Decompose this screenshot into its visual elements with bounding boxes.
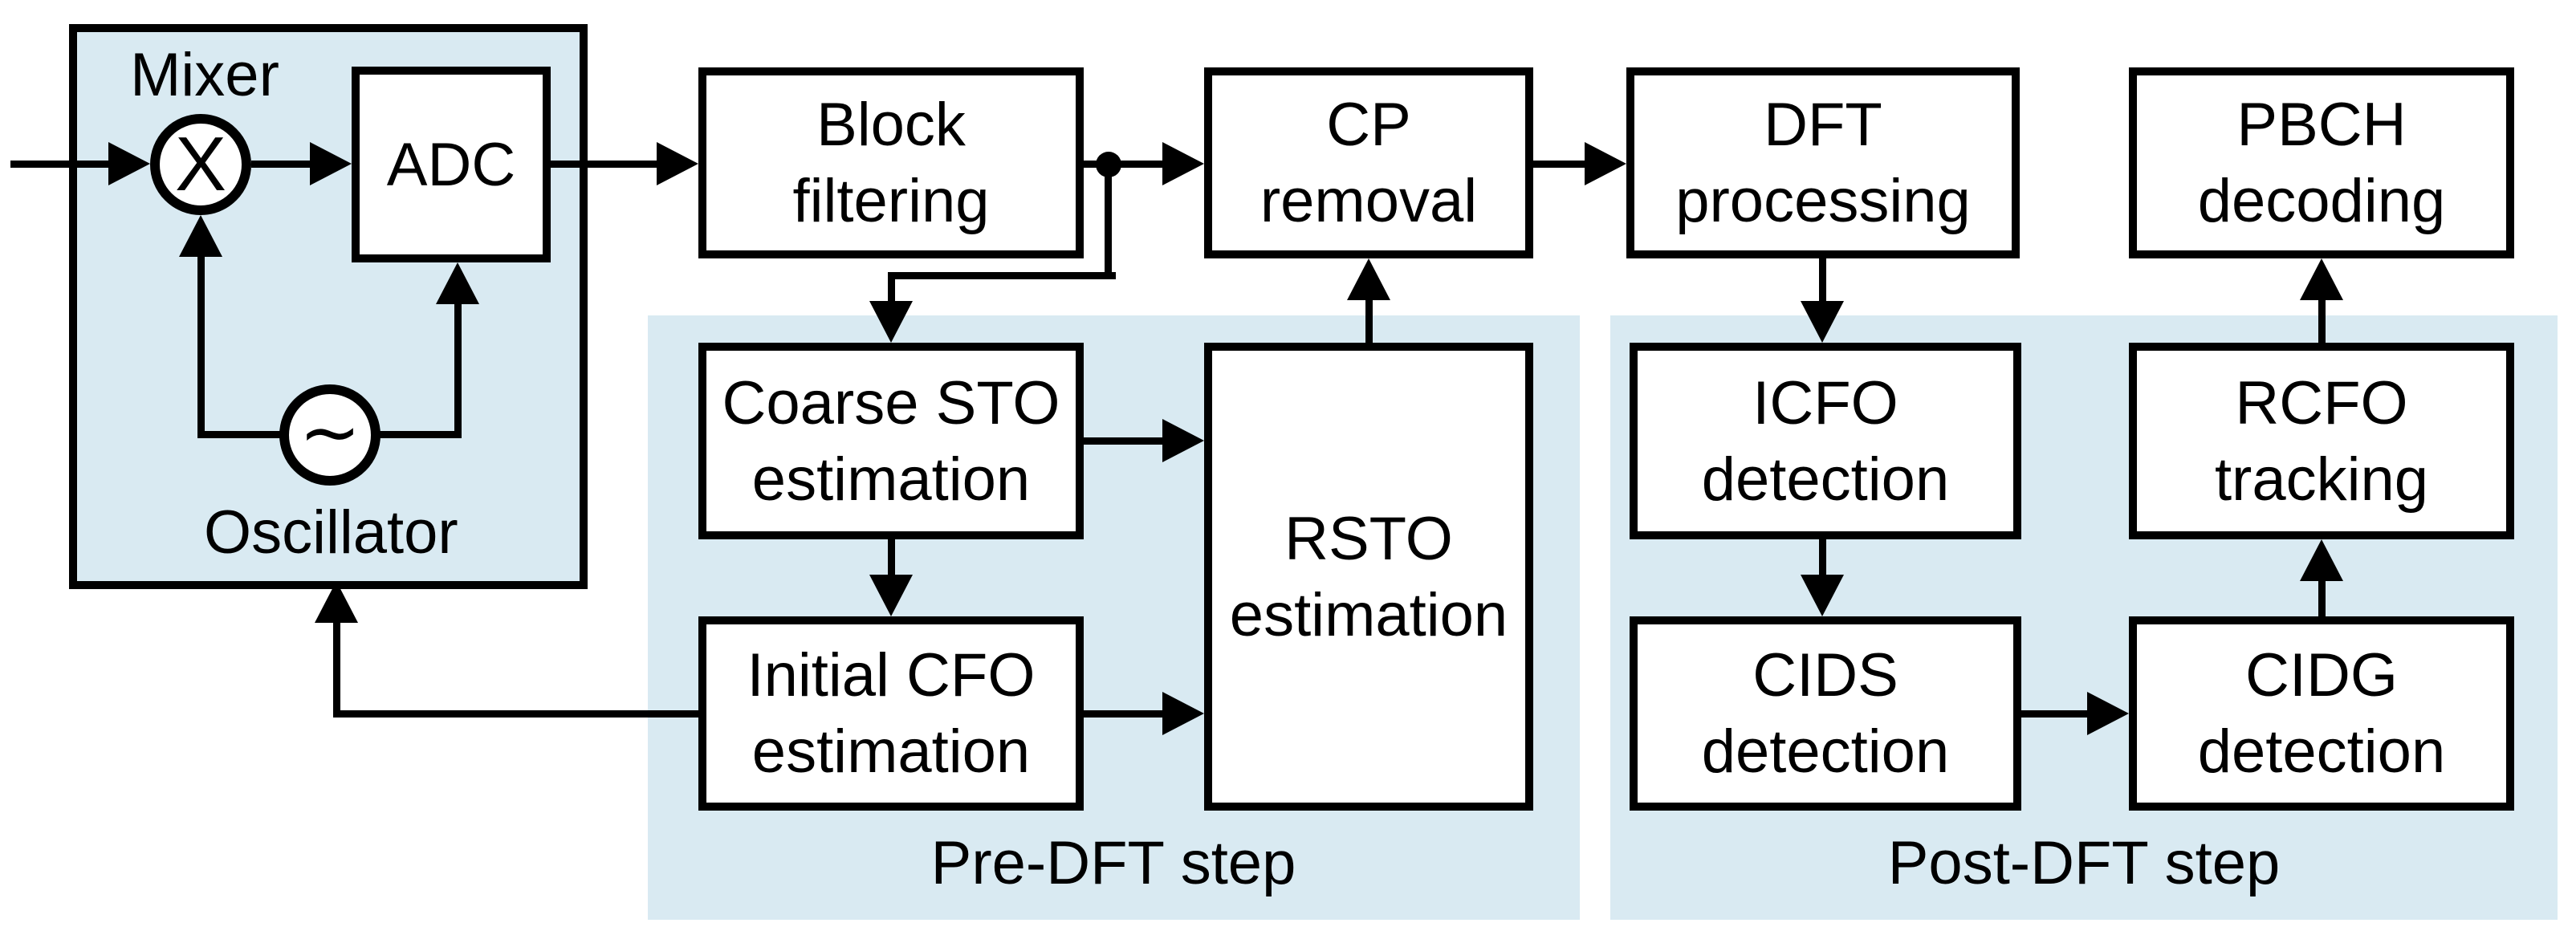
rcfo-tracking-box: RCFO tracking	[2129, 343, 2514, 539]
arrowhead-cids-cidg	[2087, 692, 2129, 735]
adc-box-label: ADC	[386, 130, 516, 199]
wire-adc-blockfiltering	[551, 161, 660, 168]
arrowhead-blockfiltering-cpremoval	[1162, 142, 1204, 185]
arrowhead-mixer-adc	[310, 142, 352, 185]
arrowhead-feedback-oscillator	[315, 581, 358, 623]
pbch-decoding-label: PBCH decoding	[2197, 91, 2446, 235]
wire-mixer-adc	[251, 161, 313, 168]
pbch-decoding-box: PBCH decoding	[2129, 67, 2514, 258]
arrowhead-rcfo-pbch	[2300, 258, 2343, 300]
arrowhead-oscillator-mixer	[179, 215, 222, 257]
rsto-estimation-box: RSTO estimation	[1204, 343, 1533, 811]
arrowhead-rsto-cpremoval	[1347, 258, 1390, 300]
wire-oscillator-adc-v	[454, 301, 462, 438]
wire-feedback-horizontal	[333, 710, 702, 718]
arrowhead-adc-blockfiltering	[657, 142, 698, 185]
cp-removal-box: CP removal	[1204, 67, 1533, 258]
arrowhead-dft-icfo	[1801, 301, 1844, 343]
adc-box: ADC	[352, 67, 551, 262]
wire-cpremoval-dft	[1533, 161, 1588, 168]
wire-cids-cidg	[2021, 710, 2090, 718]
rsto-estimation-label: RSTO estimation	[1229, 504, 1508, 649]
arrowhead-cpremoval-dft	[1585, 142, 1626, 185]
coarse-sto-label: Coarse STO estimation	[722, 368, 1060, 514]
block-filtering-label: Block filtering	[792, 91, 990, 235]
dft-processing-label: DFT processing	[1675, 91, 1971, 235]
cids-detection-label: CIDS detection	[1701, 641, 1950, 786]
wire-branch-drop	[888, 272, 895, 304]
wire-branch-vertical	[1105, 161, 1112, 275]
mixer-symbol: X	[150, 114, 251, 215]
cidg-detection-box: CIDG detection	[2129, 616, 2514, 811]
wire-initialcfo-rsto	[1084, 710, 1166, 718]
pre-dft-step-label: Pre-DFT step	[930, 829, 1296, 897]
dft-processing-box: DFT processing	[1626, 67, 2020, 258]
icfo-detection-box: ICFO detection	[1630, 343, 2021, 539]
oscillator-label: Oscillator	[204, 498, 458, 567]
wire-coarsesto-initialcfo	[888, 539, 895, 576]
wire-coarsesto-rsto	[1084, 437, 1166, 445]
wire-cidg-rcfo	[2318, 578, 2326, 616]
wire-oscillator-mixer-v	[197, 252, 205, 438]
sine-wave-icon: ∼	[299, 389, 361, 475]
arrowhead-icfo-cids	[1801, 575, 1844, 616]
wire-feedback-vertical	[333, 620, 340, 713]
initial-cfo-label: Initial CFO estimation	[747, 641, 1036, 786]
arrowhead-initialcfo-rsto	[1162, 692, 1204, 735]
icfo-detection-label: ICFO detection	[1701, 368, 1950, 514]
wire-rsto-cpremoval	[1365, 299, 1373, 347]
arrowhead-coarsesto-rsto	[1162, 419, 1204, 462]
arrowhead-coarsesto-initialcfo	[869, 575, 913, 616]
post-dft-step-label: Post-DFT step	[1887, 829, 2281, 897]
wire-rcfo-pbch	[2318, 299, 2326, 347]
oscillator-symbol: ∼	[279, 384, 380, 486]
mixer-label: Mixer	[130, 41, 279, 109]
wire-branch-horizontal	[888, 272, 1116, 279]
cp-removal-label: CP removal	[1260, 91, 1478, 235]
arrowhead-branch-coarsesto	[869, 301, 913, 343]
junction-dot	[1096, 152, 1121, 177]
cids-detection-box: CIDS detection	[1630, 616, 2021, 811]
wire-oscillator-adc-h	[376, 431, 461, 438]
wire-oscillator-mixer-h	[197, 431, 286, 438]
wire-icfo-cids	[1819, 539, 1826, 576]
coarse-sto-box: Coarse STO estimation	[698, 343, 1084, 539]
arrowhead-oscillator-adc	[436, 262, 479, 304]
block-filtering-box: Block filtering	[698, 67, 1084, 258]
wire-dft-icfo	[1819, 258, 1826, 304]
rcfo-tracking-label: RCFO tracking	[2214, 368, 2429, 514]
wire-input	[10, 161, 112, 168]
initial-cfo-box: Initial CFO estimation	[698, 616, 1084, 811]
arrowhead-cidg-rcfo	[2300, 539, 2343, 581]
multiply-icon: X	[174, 121, 227, 207]
wire-blockfiltering-cpremoval	[1084, 161, 1166, 168]
cidg-detection-label: CIDG detection	[2197, 641, 2446, 786]
arrowhead-input-mixer	[108, 142, 150, 185]
